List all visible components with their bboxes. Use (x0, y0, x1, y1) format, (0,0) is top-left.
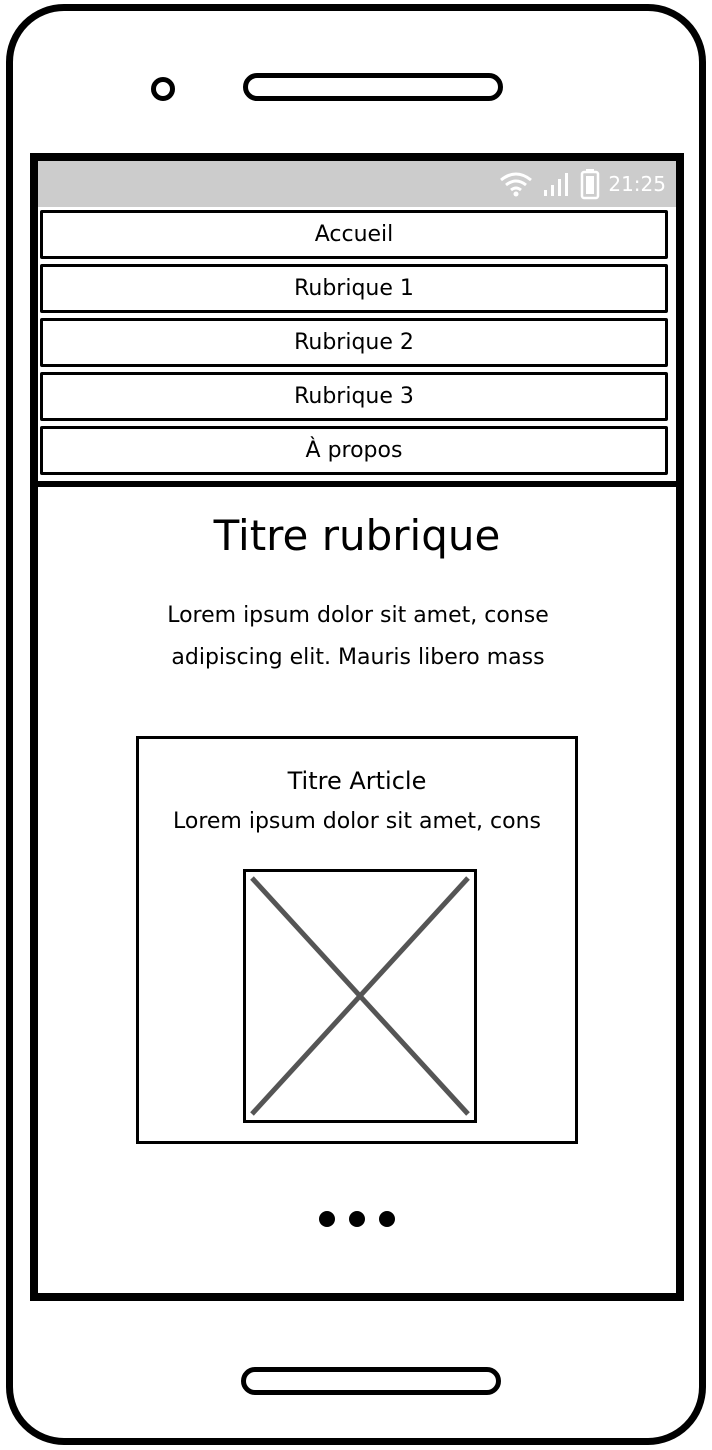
speaker-top (243, 73, 503, 101)
article-title: Titre Article (287, 767, 427, 795)
more-indicator[interactable] (38, 1211, 676, 1227)
article-card[interactable]: Titre Article Lorem ipsum dolor sit amet… (136, 736, 578, 1144)
wifi-icon (500, 172, 533, 197)
page-title: Titre rubrique (213, 511, 501, 560)
paragraph-line: adipiscing elit. Mauris libero mass (171, 645, 545, 670)
camera-icon (151, 77, 175, 101)
phone-screen: 21:25 Accueil Rubrique 1 Rubrique 2 Rubr… (30, 153, 684, 1301)
ellipsis-dot (319, 1211, 335, 1227)
nav-item-a-propos[interactable]: À propos (40, 426, 668, 475)
nav-divider (38, 481, 676, 487)
signal-icon (544, 173, 569, 196)
image-placeholder-icon (250, 876, 470, 1116)
ellipsis-dot (349, 1211, 365, 1227)
nav-item-accueil[interactable]: Accueil (40, 210, 668, 259)
ellipsis-dot (379, 1211, 395, 1227)
paragraph-line: Lorem ipsum dolor sit amet, conse (167, 603, 549, 628)
speaker-bottom (241, 1367, 501, 1395)
article-excerpt: Lorem ipsum dolor sit amet, cons (172, 809, 541, 834)
section-paragraph: Lorem ipsum dolor sit amet, conse adipis… (138, 595, 578, 679)
nav-item-rubrique-3[interactable]: Rubrique 3 (40, 372, 668, 421)
nav-item-rubrique-2[interactable]: Rubrique 2 (40, 318, 668, 367)
image-placeholder (243, 869, 477, 1123)
status-bar: 21:25 (38, 161, 676, 207)
battery-icon (581, 169, 600, 200)
status-time: 21:25 (608, 172, 666, 196)
nav-item-rubrique-1[interactable]: Rubrique 1 (40, 264, 668, 313)
